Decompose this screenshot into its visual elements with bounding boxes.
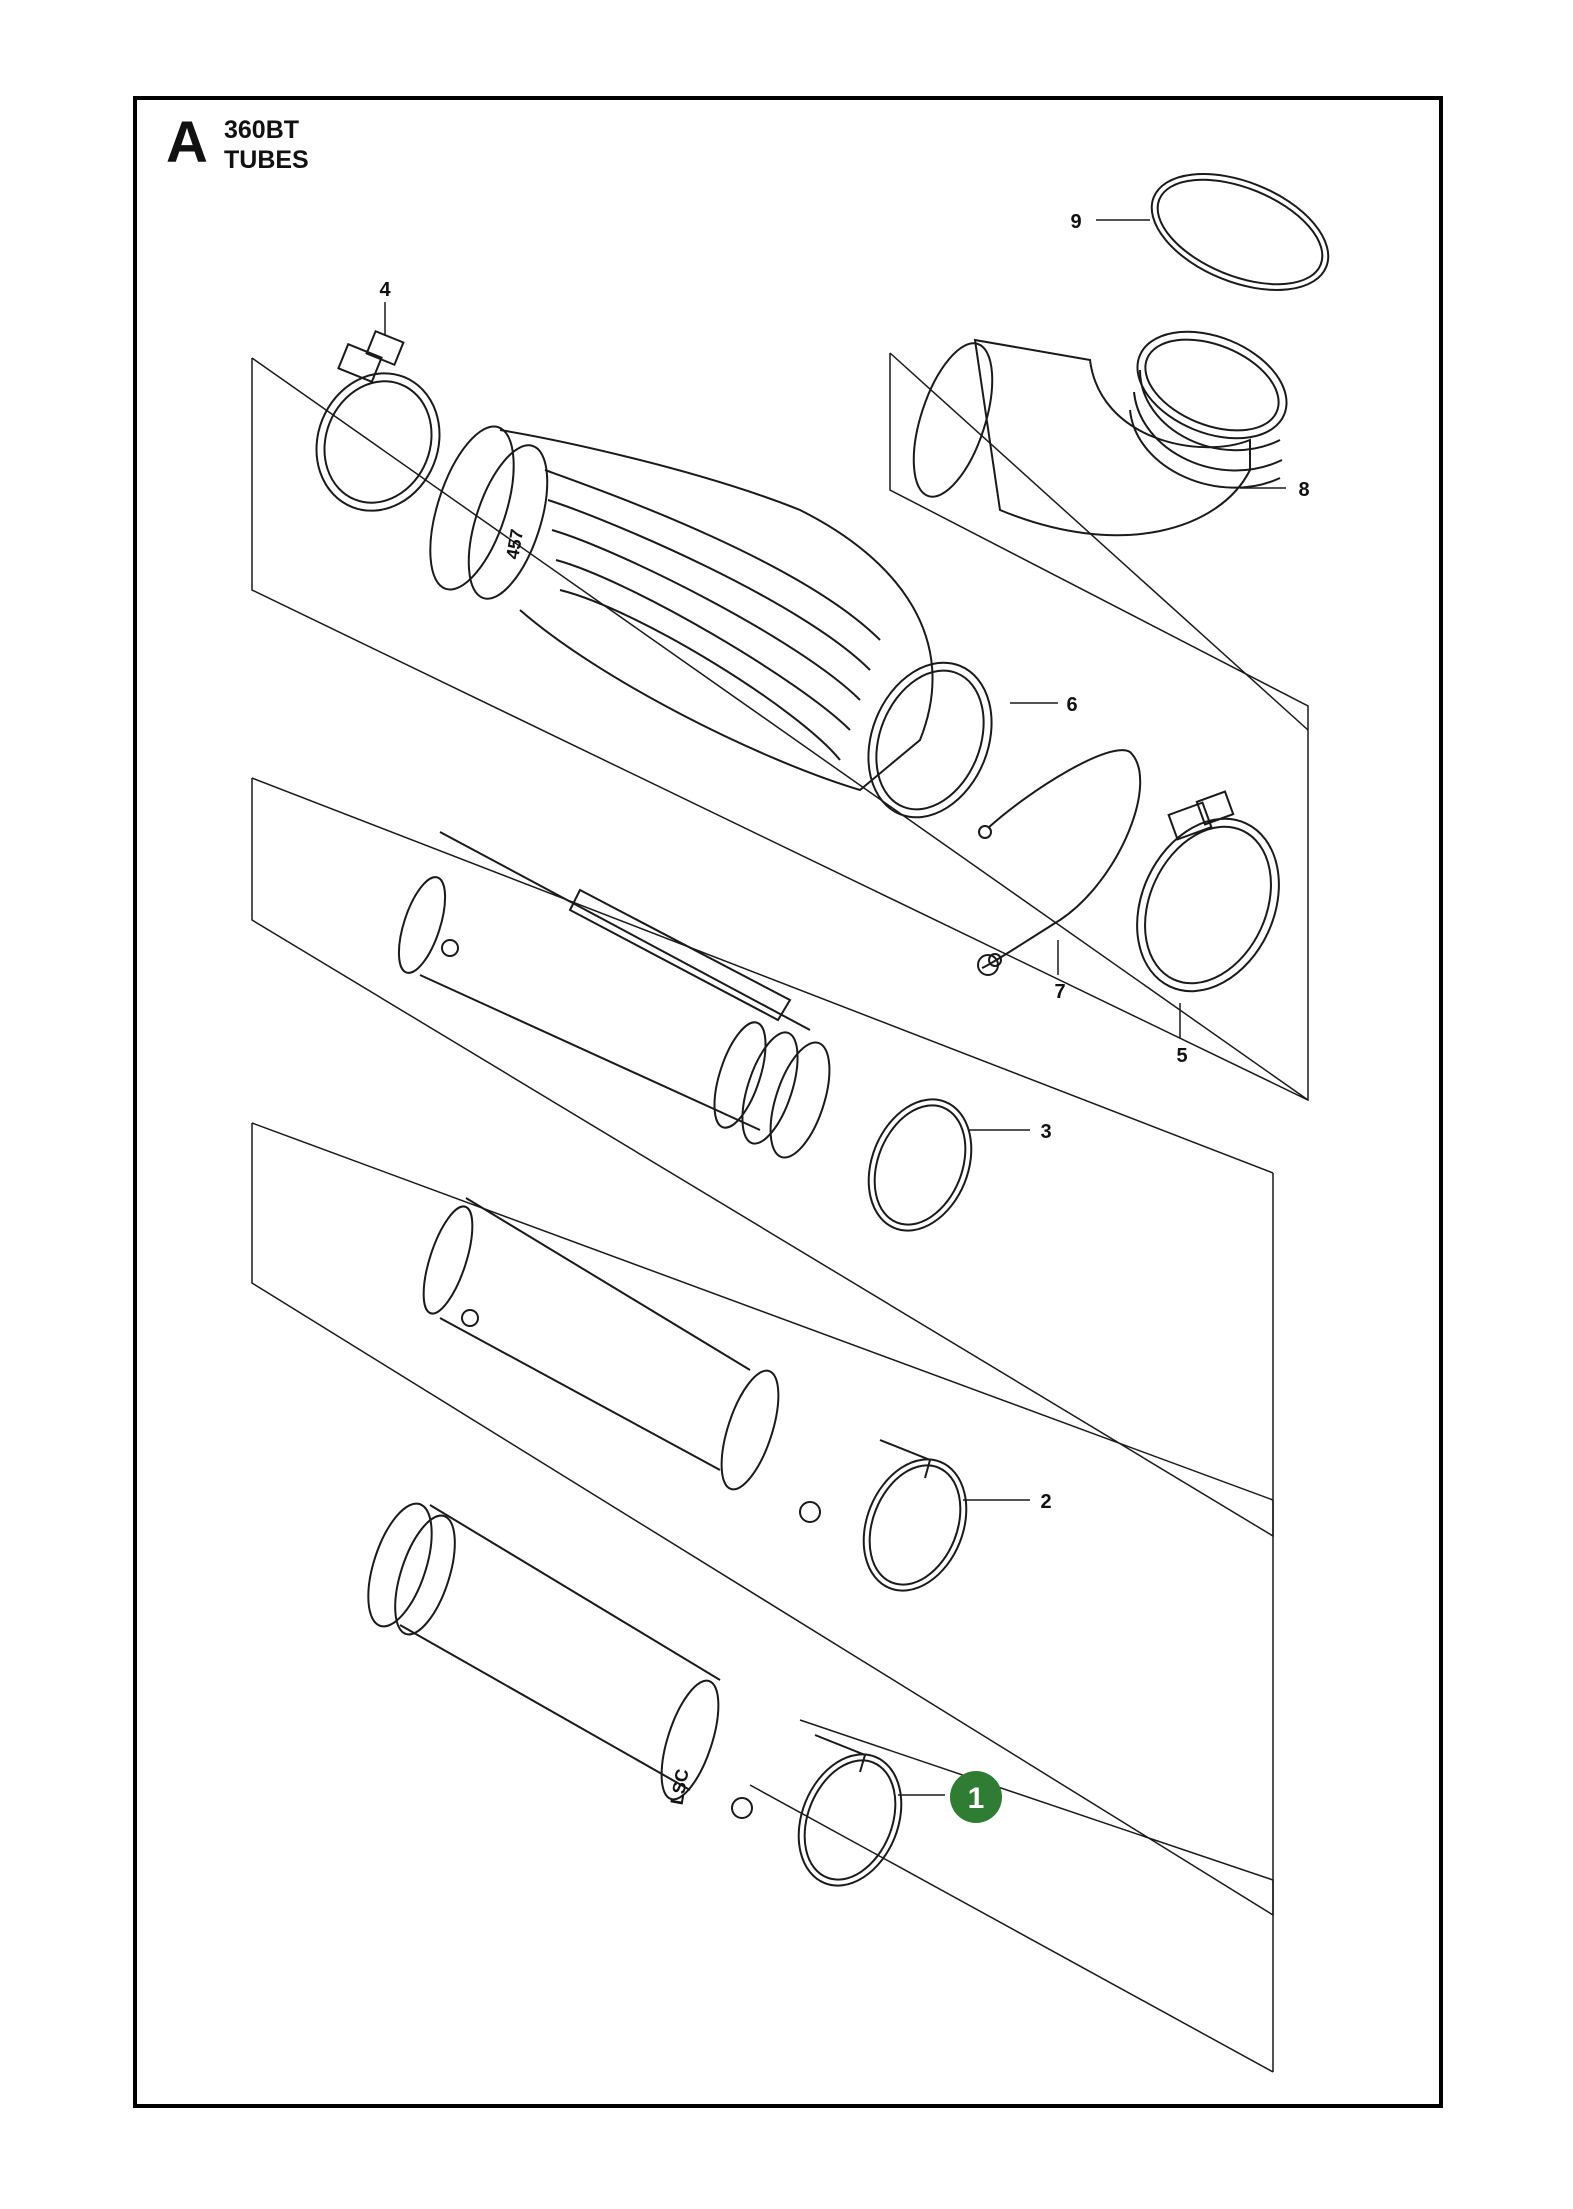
part-3-tube [397,831,973,1232]
part-1-tube: LSC [367,1502,903,1887]
tube-2-group-outline [251,1122,1274,1917]
callout-1-badge[interactable] [950,1771,1002,1823]
tube-1-group-outline [749,1719,1274,2073]
bellows-marking: 457 [502,528,527,561]
part-6-bellows: 457 [429,425,993,819]
page-border [133,96,1443,2108]
leader-lines [384,219,1286,1796]
callout-1-highlight[interactable]: 1 [950,1771,1002,1823]
part-4-clamp [315,329,441,512]
part-8-elbow [912,330,1288,537]
callout-labels: 9 4 8 6 7 5 3 2 [379,211,1309,1513]
part-5-clamp [1136,790,1280,993]
model-title: 360BT [224,116,300,144]
tube-3-group-outline [251,777,1274,1538]
callout-2: 2 [1040,1491,1051,1513]
callout-1[interactable]: 1 [968,1782,985,1815]
part-2-tube [422,1197,968,1592]
bellows-group-outline [251,352,1309,1102]
callout-7: 7 [1054,981,1065,1003]
callout-9: 9 [1070,211,1081,233]
callout-3: 3 [1040,1121,1051,1143]
section-subtitle: TUBES [224,146,309,174]
callout-4: 4 [379,279,391,301]
callout-6: 6 [1066,694,1077,716]
tube-marking: LSC [667,1767,693,1806]
section-letter: A [166,110,208,175]
part-7-wire [977,749,1142,976]
part-9-gasket [1150,173,1330,291]
callout-5: 5 [1176,1045,1187,1067]
callout-8: 8 [1298,479,1309,501]
